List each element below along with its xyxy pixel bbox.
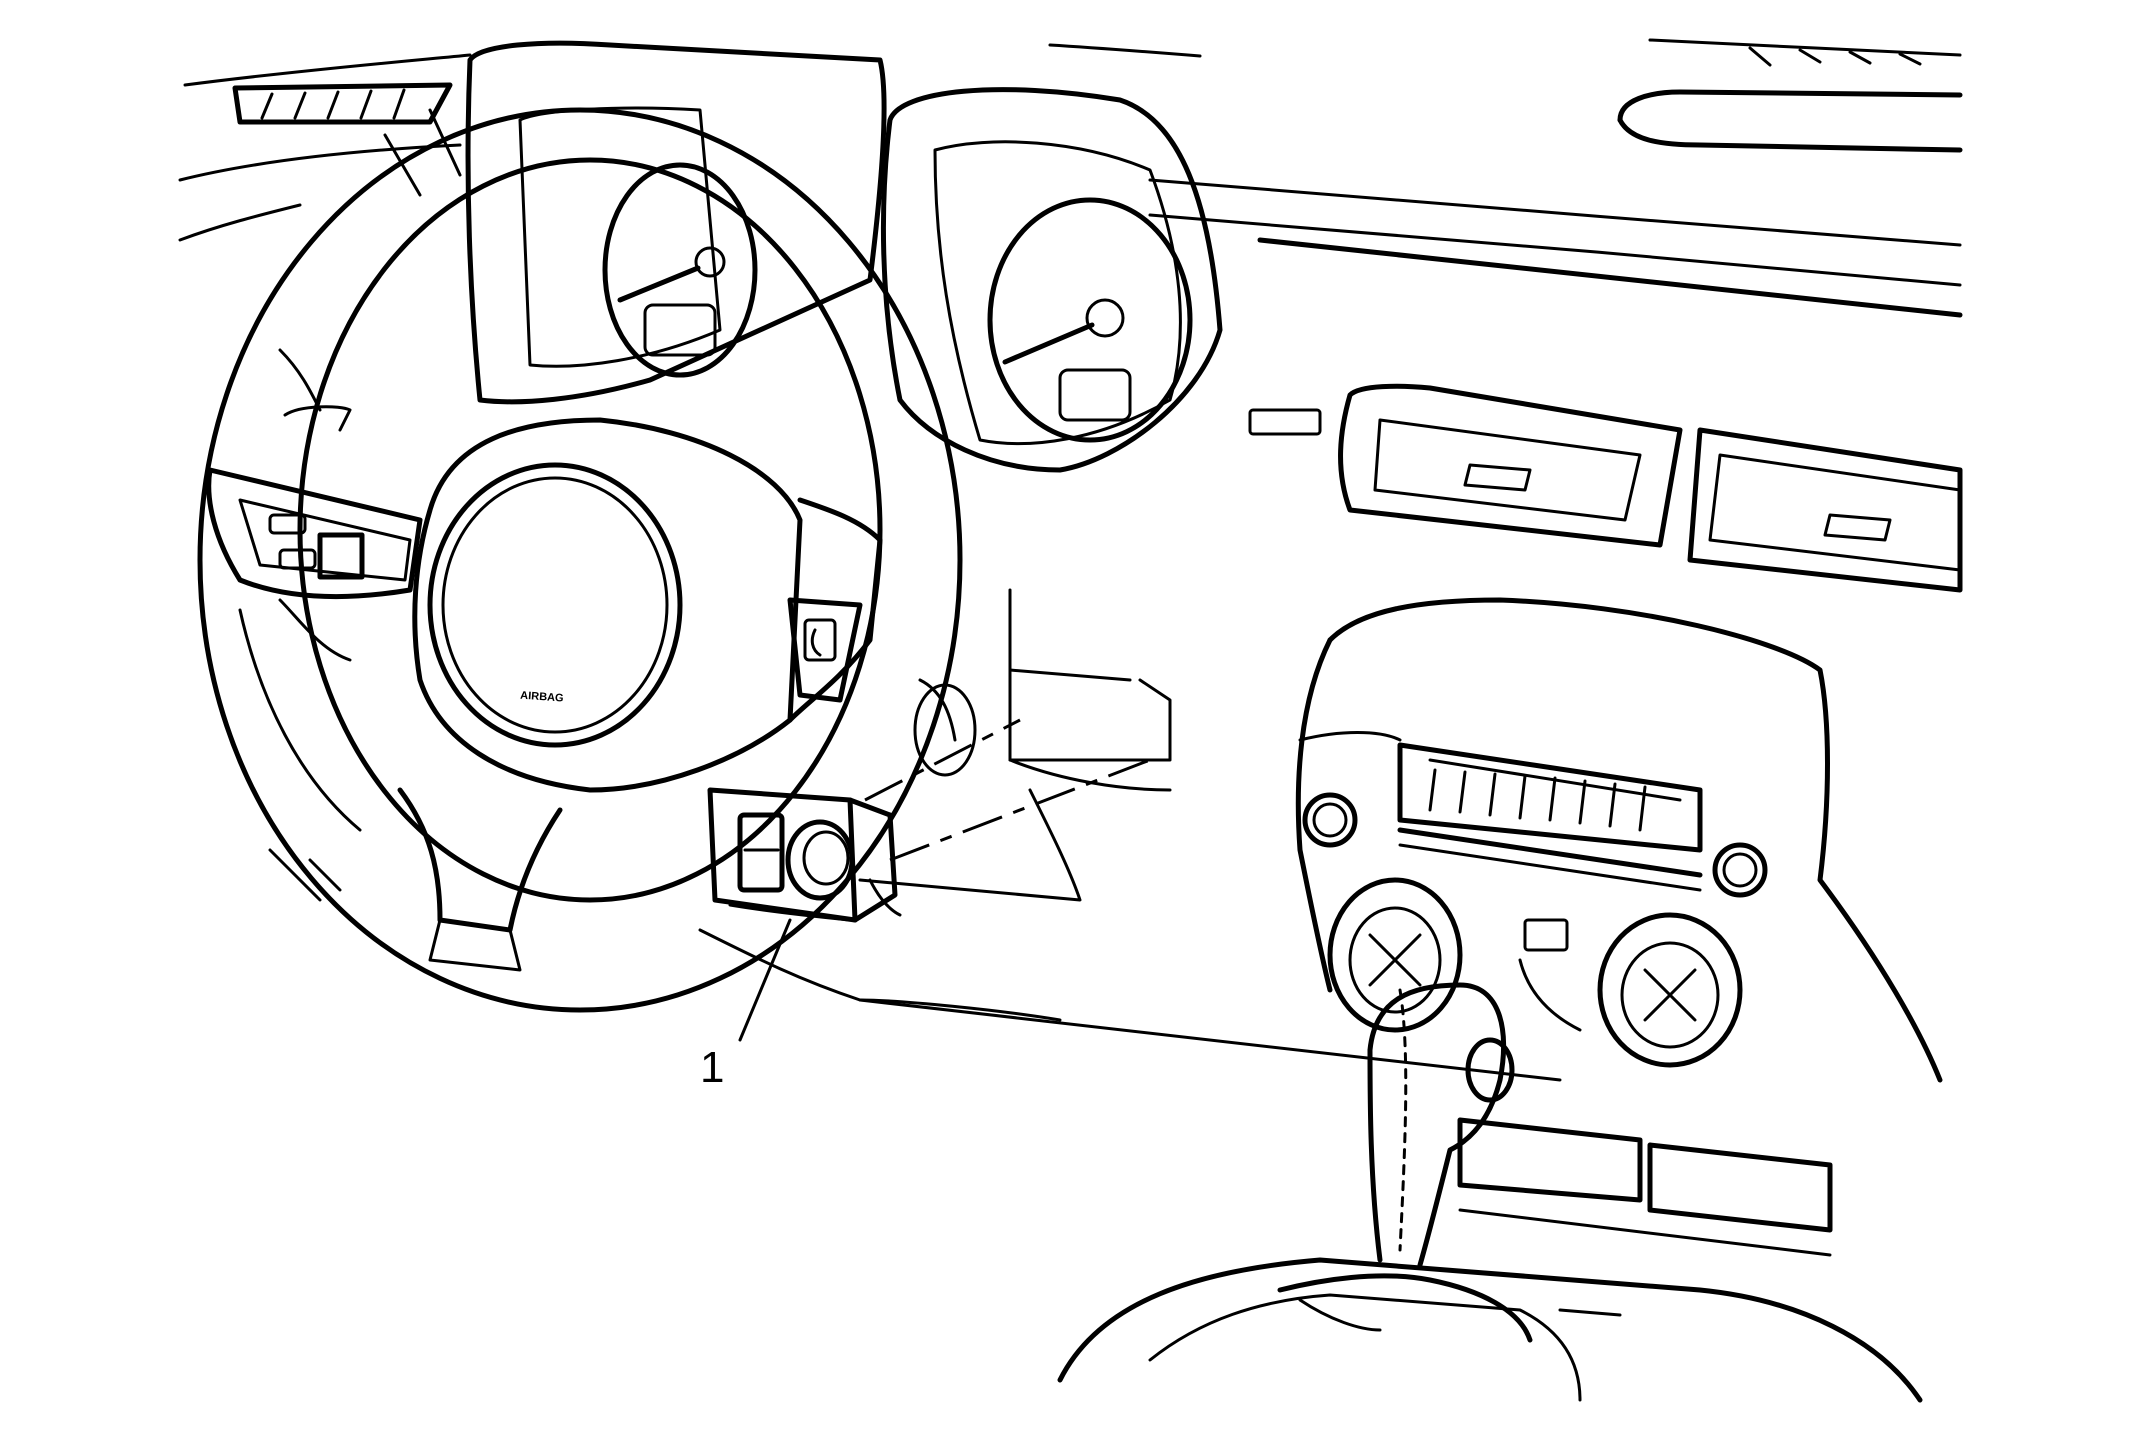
- right-dash-vent-top: [1617, 46, 1963, 153]
- steering-wheel: AIRBAG: [197, 107, 963, 1013]
- callout-1: 1: [700, 918, 792, 1092]
- dashboard-top: [178, 38, 1962, 287]
- center-dash-vents: [1248, 237, 1963, 593]
- airbag-label: AIRBAG: [520, 690, 564, 705]
- lower-dash: [238, 588, 1562, 1082]
- center-stack: [1295, 597, 1943, 1083]
- center-console: [1057, 1117, 1923, 1403]
- headlamp-switch: [707, 718, 1151, 923]
- callout-label-1: 1: [700, 1043, 724, 1092]
- instrument-cluster: [465, 40, 1223, 473]
- left-switch-panel: [206, 348, 423, 662]
- radio-buttons: [1428, 768, 1647, 832]
- left-dash-vent: [232, 82, 453, 125]
- gear-shifter: [1277, 982, 1533, 1343]
